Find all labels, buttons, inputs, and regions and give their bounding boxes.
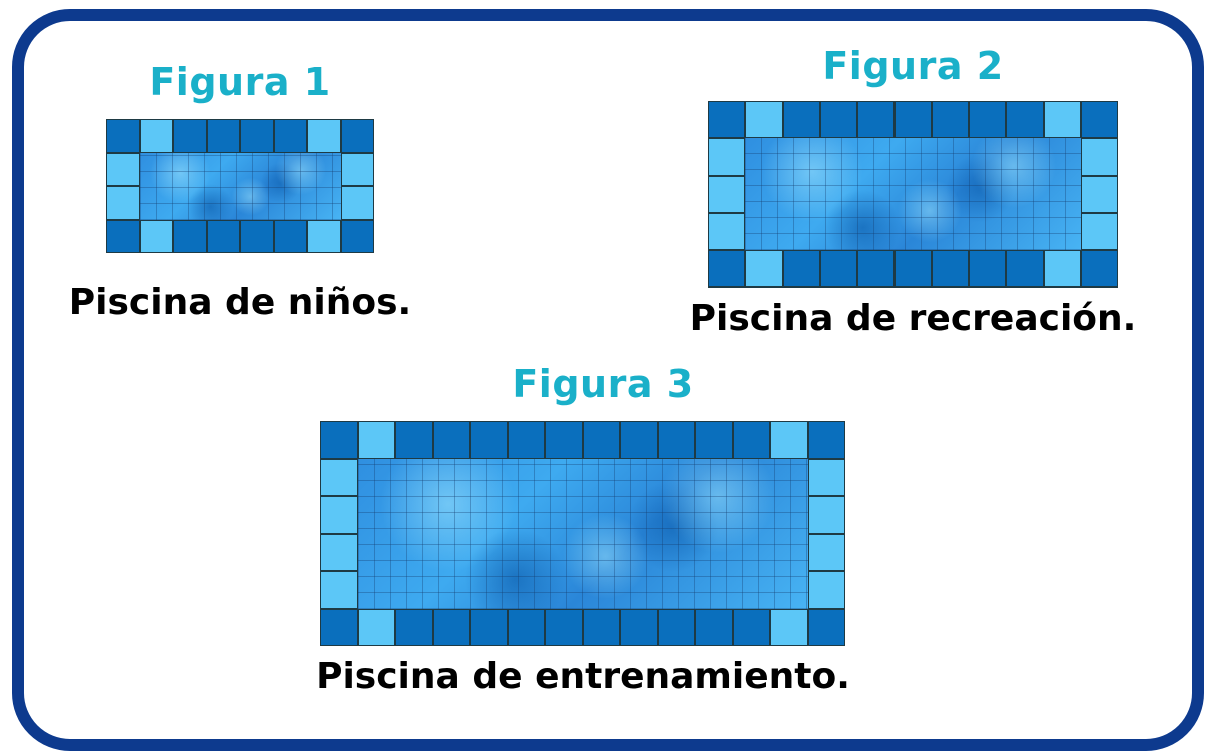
border-tile — [545, 608, 583, 646]
border-tile — [745, 101, 783, 139]
figure-3-caption: Piscina de entrenamiento. — [316, 656, 850, 697]
border-tile — [432, 421, 470, 459]
border-tile — [106, 186, 140, 220]
border-tile — [320, 421, 358, 459]
border-tile — [320, 533, 358, 571]
border-tile — [582, 421, 620, 459]
border-tile — [507, 608, 545, 646]
border-tile — [969, 101, 1007, 139]
border-tile — [340, 219, 374, 253]
border-tile — [708, 250, 746, 288]
border-tile — [857, 101, 895, 139]
border-tile — [807, 496, 845, 534]
border-tile — [782, 101, 820, 139]
border-tile — [819, 250, 858, 288]
border-tile — [657, 421, 695, 459]
border-tile — [173, 119, 207, 153]
border-tile — [307, 219, 341, 253]
border-tile — [106, 119, 140, 153]
border-tile — [1006, 101, 1044, 139]
border-tile — [894, 250, 932, 288]
border-tile — [240, 219, 274, 253]
border-tile — [1081, 250, 1119, 288]
border-tile — [708, 175, 746, 213]
border-tile — [620, 421, 658, 459]
border-tile — [819, 101, 858, 139]
border-tile — [106, 219, 140, 253]
border-tile — [206, 219, 240, 253]
border-tile — [732, 421, 770, 459]
figure-3-title: Figura 3 — [512, 362, 694, 406]
border-tile — [708, 101, 746, 139]
border-tile — [1043, 250, 1081, 288]
border-tile — [320, 571, 358, 609]
figure-1-title: Figura 1 — [149, 60, 331, 104]
border-tile — [1081, 101, 1119, 139]
border-tile — [1043, 101, 1081, 139]
border-tile — [807, 421, 845, 459]
border-tile — [307, 119, 341, 153]
border-tile — [206, 119, 240, 153]
border-tile — [657, 608, 695, 646]
border-tile — [139, 219, 173, 253]
border-tile — [395, 608, 433, 646]
pool-water — [357, 458, 808, 609]
border-tile — [807, 571, 845, 609]
border-tile — [695, 608, 733, 646]
border-tile — [340, 119, 374, 153]
border-tile — [770, 608, 808, 646]
border-tile — [432, 608, 470, 646]
border-tile — [357, 421, 395, 459]
border-tile — [582, 608, 620, 646]
border-tile — [340, 152, 374, 186]
border-tile — [894, 101, 932, 139]
border-tile — [320, 608, 358, 646]
figure-2-caption: Piscina de recreación. — [689, 298, 1137, 339]
border-tile — [782, 250, 820, 288]
border-tile — [357, 608, 395, 646]
border-tile — [507, 421, 545, 459]
border-tile — [857, 250, 895, 288]
figure-2-pool — [708, 101, 1119, 288]
border-tile — [1081, 212, 1119, 251]
border-tile — [1081, 175, 1119, 213]
border-tile — [745, 250, 783, 288]
figure-3-pool — [320, 421, 845, 646]
border-tile — [620, 608, 658, 646]
border-tile — [395, 421, 433, 459]
border-tile — [807, 608, 845, 646]
border-tile — [695, 421, 733, 459]
figure-2-title: Figura 2 — [822, 44, 1004, 88]
border-tile — [931, 101, 970, 139]
border-tile — [273, 119, 307, 153]
border-tile — [273, 219, 307, 253]
border-tile — [139, 119, 173, 153]
border-tile — [1081, 138, 1119, 176]
border-tile — [240, 119, 274, 153]
border-tile — [770, 421, 808, 459]
figure-1-caption: Piscina de niños. — [68, 282, 412, 323]
border-tile — [106, 152, 140, 186]
border-tile — [807, 458, 845, 496]
border-tile — [1006, 250, 1044, 288]
border-tile — [931, 250, 970, 288]
border-tile — [708, 212, 746, 251]
border-tile — [173, 219, 207, 253]
figure-1-pool — [106, 119, 374, 253]
border-tile — [320, 496, 358, 534]
border-tile — [807, 533, 845, 571]
border-tile — [969, 250, 1007, 288]
border-tile — [470, 421, 508, 459]
pool-water — [139, 152, 341, 220]
border-tile — [732, 608, 770, 646]
border-tile — [320, 458, 358, 496]
border-tile — [470, 608, 508, 646]
border-tile — [340, 186, 374, 220]
border-tile — [708, 138, 746, 176]
pool-water — [745, 138, 1081, 251]
border-tile — [545, 421, 583, 459]
